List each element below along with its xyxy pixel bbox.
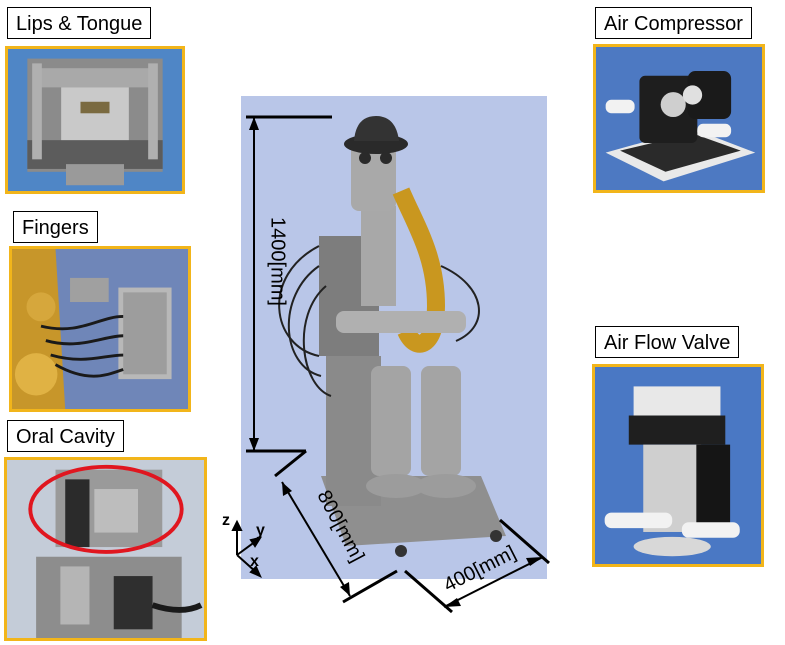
air-flow-valve-photo <box>592 364 764 567</box>
air-flow-valve-label: Air Flow Valve <box>595 326 740 358</box>
axis-x-label: x <box>250 553 259 570</box>
axis-y-label: y <box>256 522 265 539</box>
height-dimension-label: 1400[mm] <box>266 217 289 306</box>
air-compressor-label: Air Compressor <box>595 7 752 39</box>
lips-tongue-photo <box>5 46 185 194</box>
air-compressor-photo <box>593 44 765 193</box>
fingers-label: Fingers <box>13 211 98 243</box>
fingers-photo <box>9 246 191 412</box>
lips-tongue-label: Lips & Tongue <box>7 7 152 39</box>
highlight-ellipse <box>28 464 184 554</box>
oral-cavity-label: Oral Cavity <box>7 420 124 452</box>
robot-photo <box>241 96 547 579</box>
oral-cavity-photo <box>4 457 207 641</box>
axis-z-label: z <box>222 512 230 529</box>
